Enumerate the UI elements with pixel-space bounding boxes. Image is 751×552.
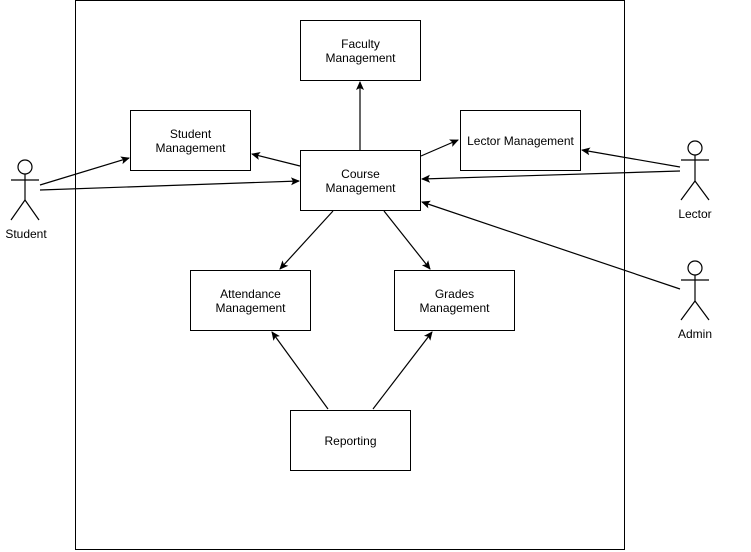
reporting-label: Reporting xyxy=(324,433,377,448)
faculty-management-box[interactable]: Faculty Management xyxy=(300,20,421,81)
attendance-management-box[interactable]: Attendance Management xyxy=(190,270,311,331)
arrow-actor-student-to-student xyxy=(39,156,130,186)
student-actor-icon xyxy=(10,159,40,221)
arrow-actor-lector-to-lector xyxy=(581,147,681,168)
student-management-label: Student Management xyxy=(155,126,226,155)
student-actor-label: Student xyxy=(5,227,47,241)
reporting-box[interactable]: Reporting xyxy=(290,410,411,471)
course-management-label: Course Management xyxy=(325,166,396,195)
lector-management-box[interactable]: Lector Management xyxy=(460,110,581,171)
faculty-management-label: Faculty Management xyxy=(325,36,396,65)
grades-management-box[interactable]: Grades Management xyxy=(394,270,515,331)
student-management-box[interactable]: Student Management xyxy=(130,110,251,171)
grades-management-label: Grades Management xyxy=(419,286,490,315)
course-management-box[interactable]: Course Management xyxy=(300,150,421,211)
attendance-management-label: Attendance Management xyxy=(215,286,286,315)
arrow-course-to-attendance xyxy=(279,210,334,270)
lector-actor-icon xyxy=(680,140,710,201)
arrow-reporting-to-grades xyxy=(372,331,433,410)
arrow-course-to-lector xyxy=(420,139,459,157)
system-boundary xyxy=(75,0,625,550)
lector-management-label: Lector Management xyxy=(467,133,574,148)
lector-actor-label: Lector xyxy=(678,207,712,221)
admin-actor-icon xyxy=(680,260,710,321)
arrow-actor-admin-to-course xyxy=(421,200,681,290)
admin-actor-label: Admin xyxy=(677,327,712,341)
arrow-course-to-student xyxy=(251,152,301,167)
arrow-actor-lector-to-course xyxy=(421,170,681,183)
arrow-course-to-grades xyxy=(383,210,431,270)
arrow-actor-student-to-course xyxy=(39,177,300,191)
arrow-reporting-to-attendance xyxy=(271,331,329,410)
